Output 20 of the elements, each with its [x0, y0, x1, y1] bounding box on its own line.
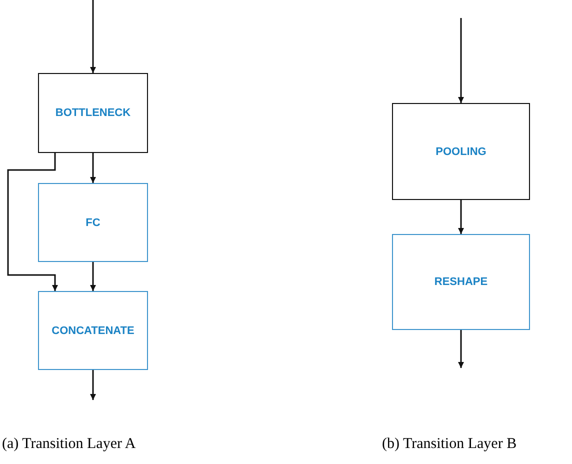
arrow	[7, 153, 58, 291]
process-box	[38, 291, 148, 370]
process-box	[392, 103, 530, 200]
caption: (b) Transition Layer B	[382, 436, 517, 453]
arrow	[90, 262, 96, 291]
box-label: FC	[86, 216, 100, 228]
arrow	[90, 153, 96, 183]
arrow	[90, 370, 96, 400]
arrow	[458, 200, 464, 234]
box-label: POOLING	[436, 146, 486, 158]
process-box	[392, 234, 530, 330]
arrow	[458, 330, 464, 368]
box-label: BOTTLENECK	[55, 107, 131, 119]
arrow	[458, 18, 464, 103]
box-label: RESHAPE	[434, 276, 488, 288]
process-box	[38, 183, 148, 262]
process-box	[38, 73, 148, 153]
arrow	[90, 0, 96, 73]
box-label: CONCATENATE	[52, 324, 134, 336]
caption: (a) Transition Layer A	[2, 436, 136, 453]
